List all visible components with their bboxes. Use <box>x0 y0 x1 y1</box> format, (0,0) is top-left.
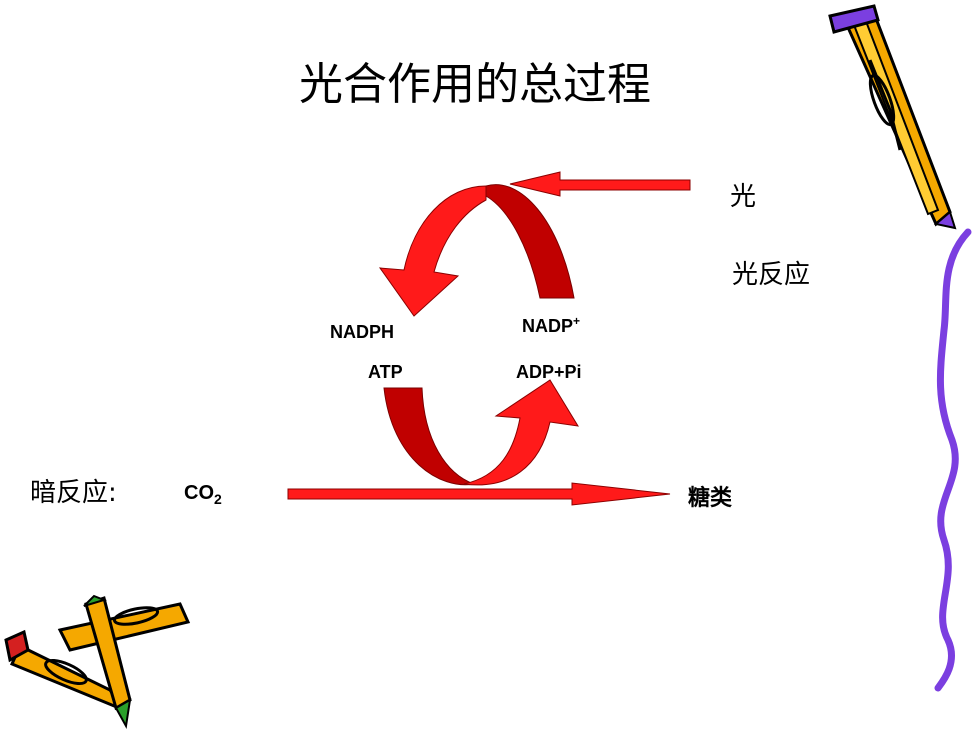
adp-pi-label: ADP+Pi <box>516 362 582 382</box>
co2-subscript: 2 <box>214 491 222 507</box>
dark-reaction-label: 暗反应: <box>30 478 117 508</box>
pencil-icon <box>828 4 957 230</box>
nadp-plus-label: NADP+ <box>522 314 580 337</box>
upper-cycle-arrow-front <box>378 185 487 317</box>
lower-cycle-arrow-back <box>383 387 476 486</box>
light-input-arrow <box>509 171 691 197</box>
crossed-pencils-icon <box>4 594 191 730</box>
nadp-superscript: + <box>573 314 581 328</box>
sugar-label: 糖类 <box>688 486 733 511</box>
upper-cycle-arrow-back <box>485 184 575 299</box>
co2-to-sugar-arrow <box>287 482 671 506</box>
wavy-border-line <box>934 228 972 692</box>
co2-base: CO <box>184 482 214 504</box>
page-title: 光合作用的总过程 <box>299 59 651 110</box>
light-reaction-label: 光反应 <box>732 260 811 290</box>
nadp-base: NADP <box>522 316 574 336</box>
nadph-label: NADPH <box>330 322 395 342</box>
lower-cycle-arrow-front <box>463 379 579 486</box>
light-label: 光 <box>730 182 757 212</box>
atp-label: ATP <box>368 362 403 382</box>
co2-label: CO2 <box>184 482 222 507</box>
